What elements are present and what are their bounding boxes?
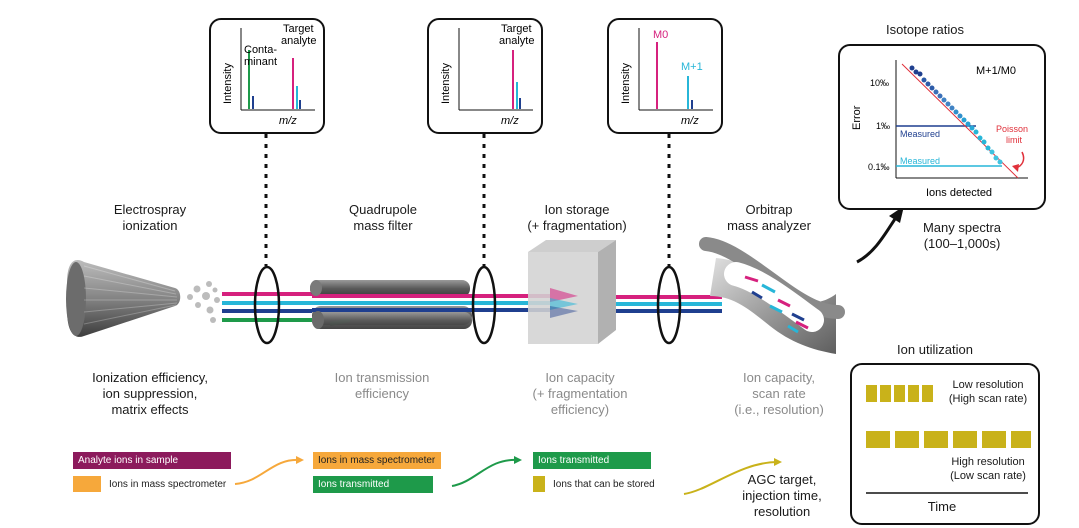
agc-label: AGC target, injection time, resolution [742,472,822,519]
legend-swatch-orange-1 [73,476,101,492]
spectrum2-ylabel: Intensity [440,63,452,104]
ion-utilization-panel: Low resolution (High scan rate) High res… [850,363,1040,525]
isotope-plot: M+1/M0 Error Ions detected 10‰ 1‰ 0.1‰ M… [851,60,1028,199]
orbitrap-metric: Ion capacity, scan rate (i.e., resolutio… [734,370,824,417]
m1-label: M+1 [681,61,703,73]
orbitrap-title: Orbitrap mass analyzer [727,202,811,233]
green-arrowhead [514,456,522,464]
arrowhead [889,206,904,223]
spectrum2-xlabel: m/z [501,115,519,127]
quadrupole-title: Quadrupole mass filter [349,202,417,233]
orange-arrowhead [296,456,304,464]
legend-analyte-ions: Analyte ions in sample [73,452,231,469]
spectrum-plot-3: Intensity m/z M0 M+1 [620,28,713,127]
low-res-blocks [866,385,933,402]
quadrupole-rods [310,280,472,329]
spray-droplets [187,281,220,323]
isotope-scatter [909,65,1003,165]
tick-1: 1‰ [876,121,890,131]
spectrum3-xlabel: m/z [681,115,699,127]
legend-swatch-olive [533,476,545,492]
isotope-ylabel: Error [851,105,863,130]
electrospray-title: Electrospray ionization [113,202,187,233]
ion-storage-title: Ion storage (+ fragmentation) [527,202,627,233]
ring-lenses [253,265,682,345]
quadrupole-metric: Ion transmission efficiency [334,370,430,401]
legend-ions-transmitted-2: Ions transmitted [533,452,651,469]
isotope-series-label: M+1/M0 [976,65,1016,77]
orange-arrow [234,458,301,485]
spectrum1-xlabel: m/z [279,115,297,127]
legend-ions-in-ms-1: Ions in mass spectrometer [109,479,227,490]
high-res-blocks [866,431,1031,448]
spectrum1-ylabel: Intensity [222,63,234,104]
utilization-heading: Ion utilization [897,342,973,357]
olive-arrowhead [774,458,782,466]
ion-storage-cube [528,240,616,344]
contaminant-label: Conta-minant [244,44,277,68]
isotope-xlabel: Ions detected [926,187,992,199]
dotted-connectors [264,134,671,266]
tick-10: 10‰ [870,78,889,88]
electrospray-cone [66,259,181,337]
measured-light-label: Measured [900,156,940,166]
green-arrow [451,458,519,487]
electrospray-metric: Ionization efficiency, ion suppression, … [92,370,208,417]
spectrum-inset-isotopes: Intensity m/z M0 M+1 [607,18,723,134]
ion-beams-source [222,292,312,322]
utilization-plot [866,385,1031,494]
legend-ions-transmitted-1: Ions transmitted [313,476,433,493]
olive-arrow [683,461,779,495]
many-spectra-label: Many spectra (100–1,000s) [922,220,1002,251]
low-res-label: Low resolution (High scan rate) [948,379,1028,405]
legend-ions-in-ms-2: Ions in mass spectrometer [313,452,441,469]
orbitrap-analyzer [699,237,845,354]
isotope-heading: Isotope ratios [885,22,965,37]
time-label: Time [927,499,957,514]
m0-label: M0 [653,29,668,41]
ion-beams-stored [616,295,722,313]
spectrum3-ylabel: Intensity [620,63,632,104]
measured-dark-label: Measured [900,129,940,139]
legend-ions-stored: Ions that can be stored [553,479,655,490]
isotope-ratio-panel: M+1/M0 Error Ions detected 10‰ 1‰ 0.1‰ M… [838,44,1046,210]
ion-storage-metric: Ion capacity (+ fragmentation efficiency… [532,370,628,417]
tick-01: 0.1‰ [868,162,890,172]
arrow-to-many-spectra [856,215,899,264]
high-res-label: High resolution (Low scan rate) [950,456,1026,482]
